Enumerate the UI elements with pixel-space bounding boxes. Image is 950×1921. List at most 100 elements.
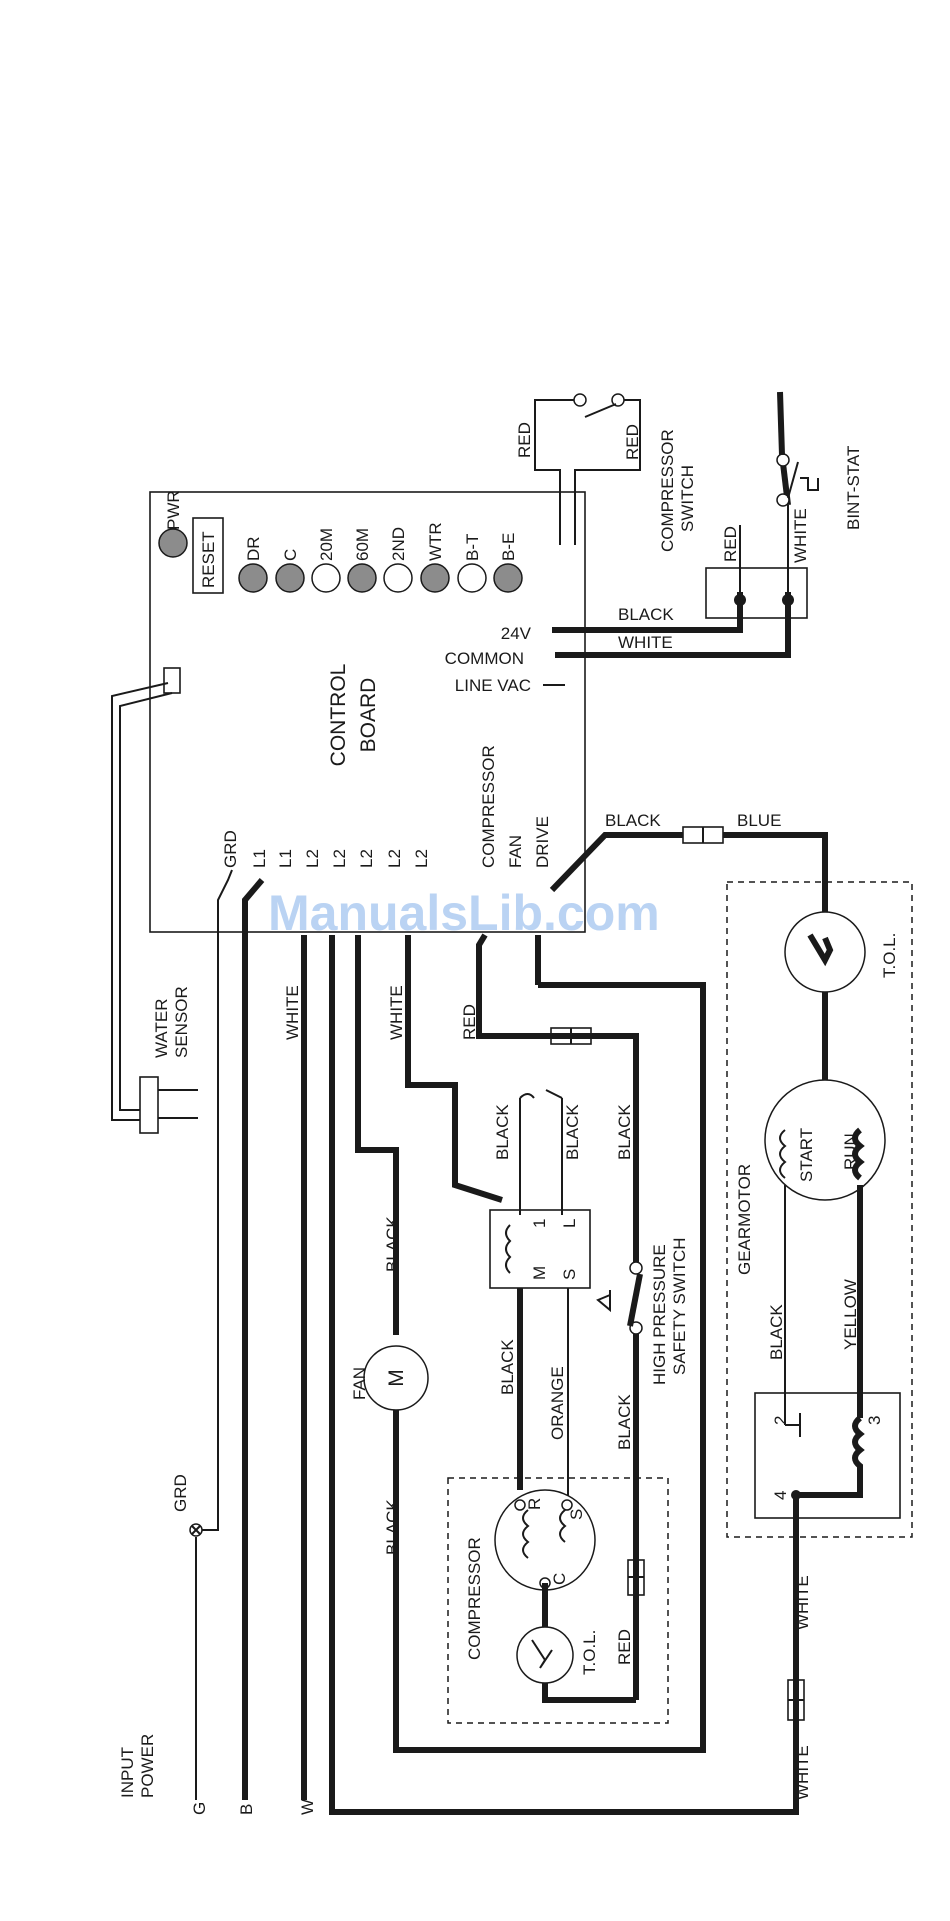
label-compressor-switch-1: COMPRESSOR [658, 429, 677, 552]
compressor-run-winding [522, 1509, 530, 1559]
water-sensor-connector [163, 667, 181, 694]
label-high-pressure-2: SAFETY SWITCH [670, 1237, 689, 1375]
terminal-l1-b: L1 [276, 849, 295, 868]
wire-fan-black-top [355, 935, 399, 1335]
terminal-compressor: COMPRESSOR [479, 745, 498, 868]
label-orange: ORANGE [548, 1366, 567, 1440]
led-wtr-label: WTR [426, 522, 445, 561]
led-60m-label: 60M [353, 528, 372, 561]
terminal-l2-a: L2 [303, 849, 322, 868]
terminal-l2-e: L2 [412, 849, 431, 868]
wire-tol-return [542, 1683, 636, 1703]
label-w: W [298, 1799, 317, 1815]
label-run: RUN [841, 1133, 860, 1170]
wire-red-switch-b [574, 399, 641, 545]
bin-contact-2 [776, 493, 790, 507]
relay-pin-1: 1 [530, 1219, 549, 1228]
bin-stat-lever [787, 461, 799, 499]
reset-label: RESET [199, 531, 218, 588]
label-red-tol: RED [615, 1629, 634, 1665]
control-board-title-1: CONTROL [327, 664, 350, 767]
led-pwr-label: PWR [164, 490, 183, 530]
relay-pin-s: S [560, 1269, 579, 1280]
label-black-24v: BLACK [618, 605, 674, 624]
tol-symbol [531, 1639, 553, 1669]
gear-start-winding [779, 1129, 787, 1179]
label-input-power-2: POWER [138, 1734, 157, 1798]
label-black-gear: BLACK [767, 1304, 786, 1360]
comp-pin-c: C [550, 1573, 569, 1585]
terminal-fan: FAN [506, 835, 525, 868]
terminal-drive: DRIVE [533, 816, 552, 868]
led-dr [238, 563, 268, 593]
input-power: INPUT POWER G B W GRD WHITE [118, 869, 317, 1815]
label-high-pressure-1: HIGH PRESSURE [650, 1244, 669, 1385]
compressor-tol [516, 1626, 574, 1684]
relay-contact-1 [519, 1093, 535, 1099]
label-red-comp: RED [460, 1004, 479, 1040]
gear-pin-4-dot [791, 1490, 801, 1500]
terminal-common: COMMON [445, 649, 524, 668]
gear-pin-3: 3 [865, 1416, 884, 1425]
relay-contact-2 [545, 1089, 563, 1099]
gear-switch-box [754, 1392, 901, 1519]
label-white-common: WHITE [618, 633, 673, 652]
comp-pin-r: R [525, 1498, 544, 1510]
wire-drive-black [549, 832, 683, 893]
led-c-label: C [281, 549, 300, 561]
terminal-l2-b: L2 [330, 849, 349, 868]
label-red-sw-a: RED [515, 422, 534, 458]
led-be-label: B-E [499, 533, 518, 561]
terminal-l1-a: L1 [250, 849, 269, 868]
relay-body [489, 1209, 591, 1289]
compressor: R S C T.O.L. COMPRESSOR [447, 1477, 669, 1724]
bin-stat: RED WHITE BINT-STAT BLACK WHITE [552, 391, 863, 658]
label-gearmotor: GEARMOTOR [735, 1164, 754, 1275]
label-start: START [797, 1128, 816, 1182]
reset-button[interactable] [192, 517, 224, 594]
label-black-r3: BLACK [615, 1104, 634, 1160]
wire-grd [202, 869, 233, 1531]
bin-plug-pin-1 [734, 594, 746, 606]
relay-coil [505, 1224, 512, 1274]
label-black-fan-top: BLACK [383, 1216, 402, 1272]
terminal-l2-d: L2 [385, 849, 404, 868]
terminal-24v: 24V [501, 624, 532, 643]
high-pressure-switch: HIGH PRESSURE SAFETY SWITCH BLACK RED [596, 1237, 689, 1700]
label-tol: T.O.L. [580, 1630, 599, 1675]
control-board: CONTROL BOARD PWR RESET DR C 20M 60M 2ND… [149, 490, 586, 933]
wire-l2-relay [405, 935, 503, 1203]
comp-pin-s: S [567, 1509, 586, 1520]
label-white-bin: WHITE [791, 508, 810, 563]
label-red-bin: RED [721, 526, 740, 562]
led-bt-label: B-T [463, 534, 482, 561]
fan-circuit: M FAN BLACK BLACK [350, 935, 706, 1753]
label-white-gear-1: WHITE [793, 1575, 812, 1630]
gear-pin-2: 2 [771, 1416, 790, 1425]
led-60m [347, 563, 377, 593]
control-board-title-2: BOARD [357, 678, 380, 753]
gearmotor-housing [726, 881, 913, 1538]
wire-b-l1 [242, 878, 265, 1800]
label-blue-drive: BLUE [737, 811, 781, 830]
relay: 1 L M S BLACK BLACK ORANGE BLACK [489, 1089, 591, 1515]
label-water-sensor-1: WATER [152, 999, 171, 1059]
compressor-switch: RED RED COMPRESSOR SWITCH [515, 393, 697, 552]
watermark: ManualsLib.com [268, 885, 660, 941]
control-board-outline [149, 491, 586, 933]
label-black-r2: BLACK [563, 1104, 582, 1160]
gear-run-winding [852, 1127, 865, 1181]
label-black-hp: BLACK [615, 1394, 634, 1450]
label-grd-input: GRD [171, 1474, 190, 1512]
bin-plug-pin-2 [782, 594, 794, 606]
label-black-r1: BLACK [493, 1104, 512, 1160]
label-bin-stat: BINT-STAT [844, 446, 863, 530]
gear-switch-coil [796, 1415, 865, 1498]
water-sensor-wire-a [119, 692, 173, 1111]
terminal-grd: GRD [221, 830, 240, 868]
led-pwr [158, 528, 188, 558]
label-compressor: COMPRESSOR [465, 1537, 484, 1660]
compressor-start-winding [559, 1509, 567, 1543]
led-20m [311, 563, 341, 593]
switch-contact-1 [573, 393, 587, 407]
